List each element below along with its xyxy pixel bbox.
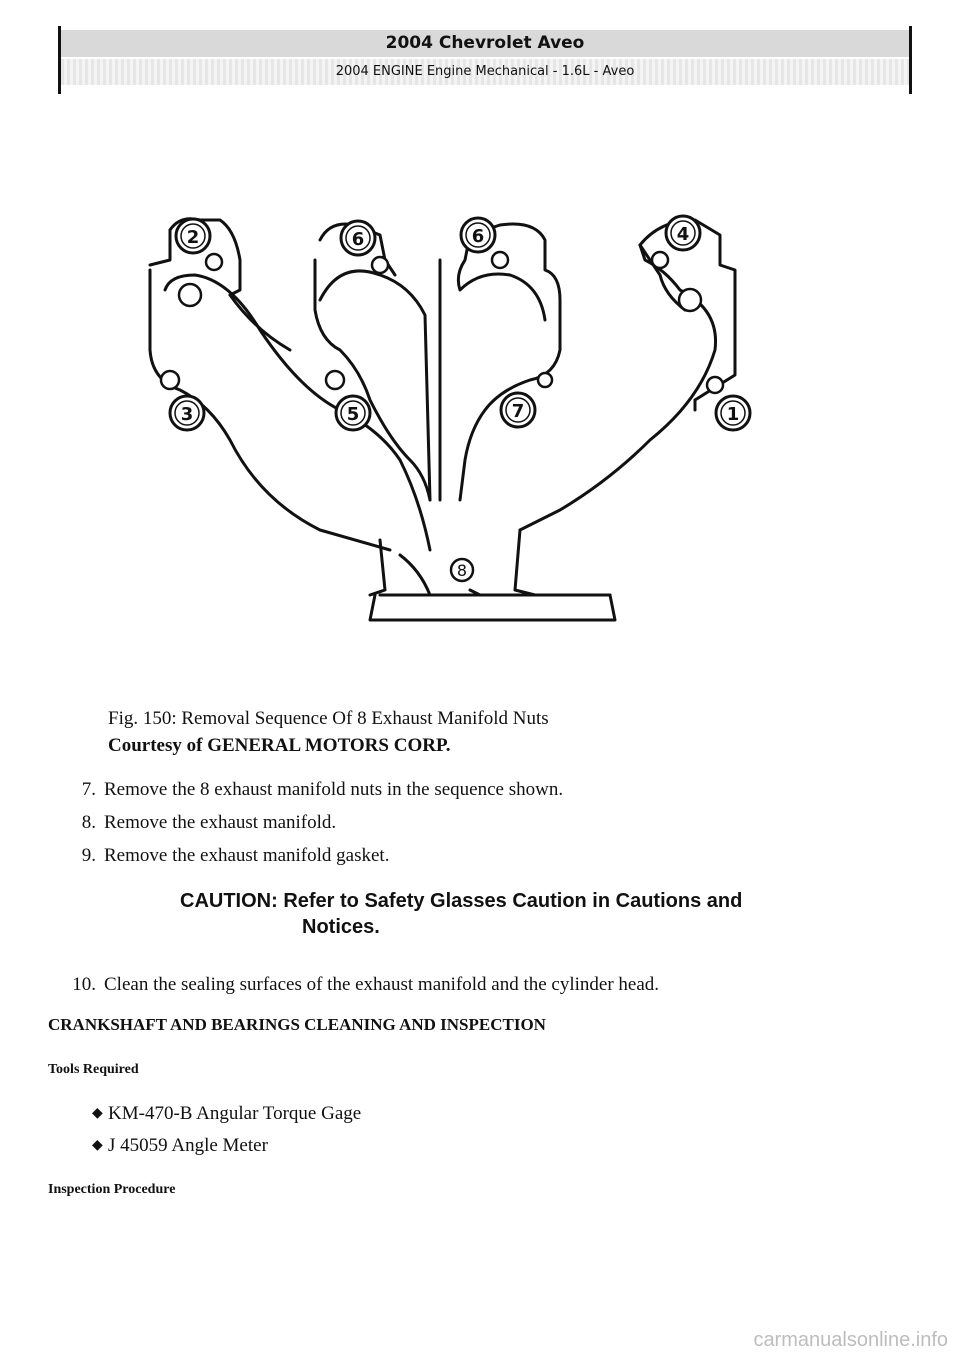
- step-text: Remove the exhaust manifold gasket.: [104, 845, 390, 866]
- page-header: 2004 Chevrolet Aveo 2004 ENGINE Engine M…: [58, 26, 912, 94]
- callout-1: 1: [714, 394, 752, 432]
- bullet-icon: ◆: [92, 1106, 103, 1121]
- callout-label: 8: [457, 561, 467, 580]
- callout-5b: 5: [334, 394, 372, 432]
- callout-label: 6: [472, 226, 485, 247]
- callout-label: 3: [181, 404, 194, 425]
- tool-name: KM-470-B Angular Torque Gage: [108, 1103, 362, 1124]
- step-item: 10. Clean the sealing surfaces of the ex…: [60, 970, 920, 1000]
- callout-7: 7: [499, 391, 537, 429]
- step-number: 9.: [81, 845, 96, 866]
- callout-label: 2: [187, 227, 200, 248]
- tools-required-label: Tools Required: [48, 1062, 139, 1077]
- bullet-icon: ◆: [92, 1138, 103, 1153]
- section-heading: CRANKSHAFT AND BEARINGS CLEANING AND INS…: [48, 1015, 546, 1034]
- step-item: 9. Remove the exhaust manifold gasket.: [60, 841, 860, 874]
- inspection-procedure-label: Inspection Procedure: [48, 1182, 176, 1197]
- step-text: Remove the exhaust manifold.: [104, 812, 337, 833]
- callout-label: 7: [512, 401, 525, 422]
- tools-list: ◆ KM-470-B Angular Torque Gage ◆ J 45059 A…: [92, 1098, 361, 1162]
- runner-center-right: [458, 222, 562, 502]
- procedure-steps: 7. Remove the 8 exhaust manifold nuts in…: [60, 775, 860, 874]
- step-number: 7.: [81, 779, 96, 800]
- callout-8: 8: [457, 561, 467, 580]
- runner-center-left: [313, 258, 432, 502]
- step-number: 10.: [72, 974, 96, 995]
- callout-label: 5: [347, 404, 360, 425]
- figure-caption: Fig. 150: Removal Sequence Of 8 Exhaust …: [108, 705, 549, 759]
- header-title: 2004 Chevrolet Aveo: [61, 30, 909, 57]
- header-subtitle: 2004 ENGINE Engine Mechanical - 1.6L - A…: [61, 59, 909, 85]
- caption-line-1: Fig. 150: Removal Sequence Of 8 Exhaust …: [108, 708, 549, 729]
- callout-2: 2: [174, 217, 212, 255]
- callout-label: 4: [677, 224, 690, 245]
- watermark: carmanualsonline.info: [753, 1329, 948, 1351]
- step-item: 8. Remove the exhaust manifold.: [60, 808, 860, 841]
- exhaust-manifold-diagram: 2 6 6 4 3 5 7 1 8: [148, 214, 752, 622]
- callout-6: 6: [459, 216, 497, 254]
- step-item: 7. Remove the 8 exhaust manifold nuts in…: [60, 775, 860, 808]
- caution-line-2: Notices.: [302, 916, 380, 938]
- caution-line-1: CAUTION: Refer to Safety Glasses Caution…: [180, 890, 743, 912]
- list-item: ◆ KM-470-B Angular Torque Gage: [92, 1098, 361, 1130]
- caution-note: CAUTION: Refer to Safety Glasses Caution…: [180, 888, 840, 940]
- callout-3: 3: [168, 394, 206, 432]
- step-text: Remove the 8 exhaust manifold nuts in th…: [104, 779, 564, 800]
- sequence-callouts: 2 6 6 4 3 5 7 1 8: [168, 214, 752, 580]
- runner-left-outer: [148, 268, 392, 552]
- callout-4: 4: [664, 214, 702, 252]
- step-number: 8.: [81, 812, 96, 833]
- runner-left-inner: [163, 273, 432, 552]
- list-item: ◆ J 45059 Angle Meter: [92, 1130, 361, 1162]
- callout-label: 6: [352, 229, 365, 250]
- tool-name: J 45059 Angle Meter: [108, 1135, 268, 1156]
- callout-5: 6: [339, 219, 377, 257]
- step-text: Clean the sealing surfaces of the exhaus…: [104, 974, 660, 995]
- caption-line-2: Courtesy of GENERAL MOTORS CORP.: [108, 735, 451, 756]
- callout-label: 1: [727, 404, 740, 425]
